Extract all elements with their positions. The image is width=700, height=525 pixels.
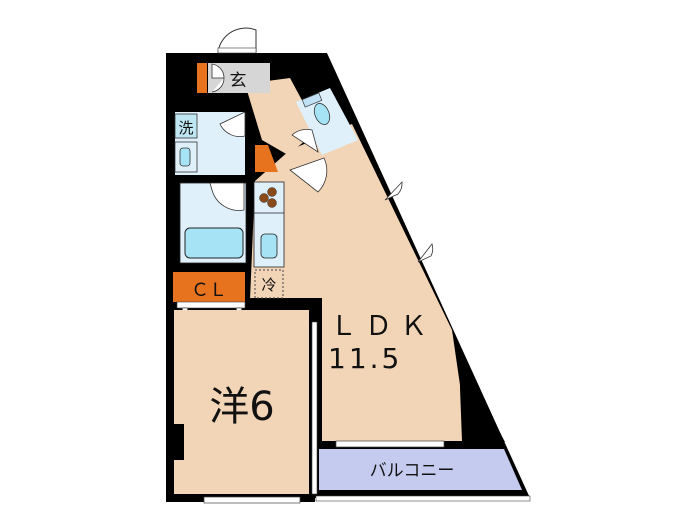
kitchen-storage [255,145,278,172]
fridge-label: 冷 [261,276,276,294]
western-room-pillar [168,424,184,460]
fridge-space [254,269,284,299]
stove-burner [267,187,277,197]
stove-burner [267,198,277,208]
closet-label: ＣＬ [191,280,227,301]
ldk-size: 11.5 [328,342,402,375]
window-door-2 [417,243,434,263]
balcony-window [335,440,445,448]
western-room-window [203,496,301,504]
closet [173,272,245,302]
ldk-door-arc [289,157,328,193]
washroom-label: 洗 [178,119,193,137]
ldk-label: ＬＤＫ [330,311,435,342]
washing-machine-space [174,113,198,139]
sliding-door [311,321,318,495]
ldk-wall-notch [462,395,505,442]
washroom-door-arc [219,111,246,137]
entrance-inner-door [211,63,225,93]
kitchen-sink [260,233,278,259]
entrance-label: 玄 [230,71,247,91]
stove-burner [259,193,269,203]
toilet-door-arc [291,129,319,153]
bathroom-door-arc [209,182,245,211]
shoe-cabinet [197,63,207,93]
closet-doors [176,301,246,309]
entrance-door-arc [217,27,257,53]
balcony-rail [315,495,531,502]
ldk-floor [250,124,462,441]
bathtub [184,227,244,259]
toilet [313,103,331,125]
western-room-label: 洋6 [209,384,274,430]
balcony-label: バルコニー [370,461,455,481]
balcony [319,449,522,490]
window-door-1 [384,181,403,201]
western-room-floor [174,310,309,494]
